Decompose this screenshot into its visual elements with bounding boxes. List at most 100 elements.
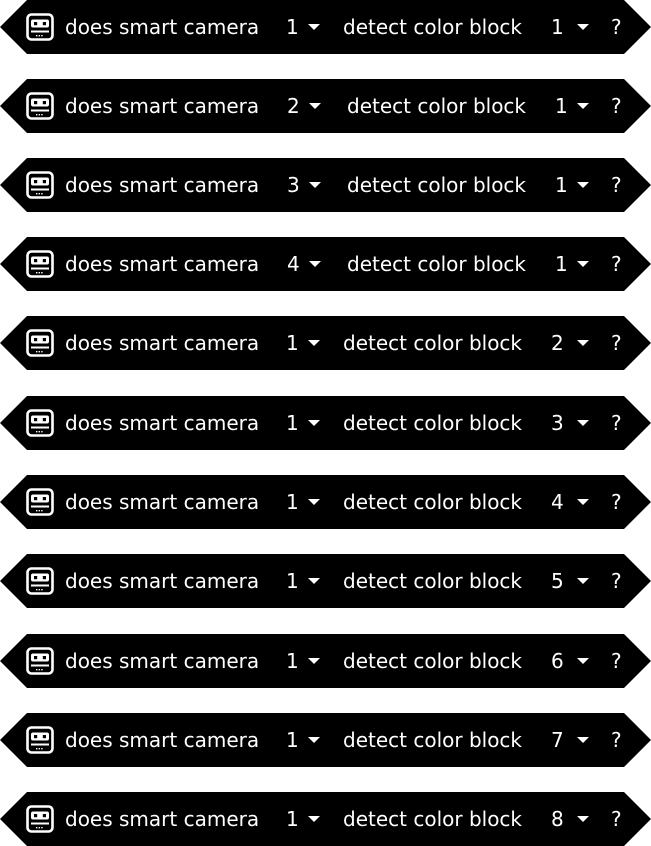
camera-number-value: 1 (286, 15, 299, 39)
dropdown-caret-icon (308, 816, 320, 822)
question-mark-text: ? (611, 252, 622, 276)
camera-number-value: 1 (286, 728, 299, 752)
smart-camera-icon (26, 726, 54, 754)
block-prefix-text: does smart camera (65, 728, 260, 752)
dropdown-caret-icon (308, 737, 320, 743)
color-block-number-value: 6 (551, 649, 564, 673)
dropdown-caret-icon (577, 578, 589, 584)
color-block-number-value: 8 (551, 807, 564, 831)
dropdown-caret-icon (577, 103, 589, 109)
dropdown-caret-icon (577, 737, 589, 743)
color-block-number-dropdown[interactable]: 4 (551, 475, 589, 529)
smart-camera-icon (26, 805, 54, 833)
dropdown-caret-icon (577, 658, 589, 664)
camera-detect-color-block[interactable]: does smart camera 2 detect color block 1? (0, 79, 651, 133)
color-block-number-dropdown[interactable]: 1 (551, 0, 589, 54)
dropdown-caret-icon (308, 420, 320, 426)
camera-number-dropdown[interactable]: 1 (286, 554, 320, 608)
color-block-number-value: 2 (551, 331, 564, 355)
camera-number-value: 4 (287, 252, 300, 276)
block-prefix-text: does smart camera (65, 173, 260, 197)
block-middle-text: detect color block (347, 252, 527, 276)
block-prefix-text: does smart camera (65, 807, 260, 831)
color-block-number-dropdown[interactable]: 7 (551, 713, 589, 767)
block-middle-text: detect color block (343, 411, 523, 435)
camera-number-dropdown[interactable]: 1 (286, 0, 320, 54)
block-middle-text: detect color block (343, 15, 523, 39)
camera-number-dropdown[interactable]: 4 (287, 237, 321, 291)
dropdown-caret-icon (577, 420, 589, 426)
block-prefix-text: does smart camera (65, 15, 260, 39)
camera-number-value: 1 (286, 569, 299, 593)
block-middle-text: detect color block (343, 649, 523, 673)
camera-number-dropdown[interactable]: 1 (286, 792, 320, 846)
color-block-number-value: 1 (555, 252, 568, 276)
color-block-number-value: 7 (551, 728, 564, 752)
block-prefix-text: does smart camera (65, 331, 260, 355)
camera-number-value: 1 (286, 807, 299, 831)
camera-number-value: 1 (286, 331, 299, 355)
question-mark-text: ? (611, 331, 622, 355)
block-prefix-text: does smart camera (65, 649, 260, 673)
camera-number-dropdown[interactable]: 1 (286, 475, 320, 529)
color-block-number-dropdown[interactable]: 6 (551, 634, 589, 688)
block-prefix-text: does smart camera (65, 569, 260, 593)
camera-number-value: 1 (286, 411, 299, 435)
color-block-number-value: 1 (555, 94, 568, 118)
smart-camera-icon (26, 647, 54, 675)
camera-number-value: 1 (286, 490, 299, 514)
dropdown-caret-icon (577, 816, 589, 822)
camera-detect-color-block[interactable]: does smart camera 4 detect color block 1? (0, 237, 651, 291)
smart-camera-icon (26, 409, 54, 437)
camera-number-dropdown[interactable]: 2 (287, 79, 321, 133)
color-block-number-dropdown[interactable]: 2 (551, 316, 589, 370)
question-mark-text: ? (611, 15, 622, 39)
color-block-number-dropdown[interactable]: 5 (551, 554, 589, 608)
dropdown-caret-icon (309, 261, 321, 267)
dropdown-caret-icon (577, 24, 589, 30)
color-block-number-dropdown[interactable]: 1 (555, 158, 589, 212)
camera-number-value: 2 (287, 94, 300, 118)
color-block-number-dropdown[interactable]: 1 (555, 79, 589, 133)
camera-detect-color-block[interactable]: does smart camera 1 detect color block 2? (0, 316, 651, 370)
question-mark-text: ? (611, 94, 622, 118)
block-middle-text: detect color block (347, 94, 527, 118)
color-block-number-dropdown[interactable]: 1 (555, 237, 589, 291)
color-block-number-value: 1 (555, 173, 568, 197)
dropdown-caret-icon (309, 103, 321, 109)
question-mark-text: ? (611, 411, 622, 435)
smart-camera-icon (26, 171, 54, 199)
block-middle-text: detect color block (343, 331, 523, 355)
camera-number-dropdown[interactable]: 1 (286, 634, 320, 688)
camera-number-value: 3 (287, 173, 300, 197)
color-block-number-dropdown[interactable]: 8 (551, 792, 589, 846)
dropdown-caret-icon (309, 182, 321, 188)
color-block-number-dropdown[interactable]: 3 (551, 396, 589, 450)
camera-detect-color-block[interactable]: does smart camera 1 detect color block 1? (0, 0, 651, 54)
color-block-number-value: 5 (551, 569, 564, 593)
block-prefix-text: does smart camera (65, 252, 260, 276)
smart-camera-icon (26, 567, 54, 595)
dropdown-caret-icon (577, 182, 589, 188)
camera-detect-color-block[interactable]: does smart camera 1 detect color block 6? (0, 634, 651, 688)
question-mark-text: ? (611, 569, 622, 593)
block-prefix-text: does smart camera (65, 94, 260, 118)
dropdown-caret-icon (308, 658, 320, 664)
dropdown-caret-icon (308, 578, 320, 584)
question-mark-text: ? (611, 807, 622, 831)
camera-number-dropdown[interactable]: 1 (286, 713, 320, 767)
camera-number-dropdown[interactable]: 3 (287, 158, 321, 212)
question-mark-text: ? (611, 649, 622, 673)
smart-camera-icon (26, 250, 54, 278)
smart-camera-icon (26, 488, 54, 516)
camera-number-dropdown[interactable]: 1 (286, 396, 320, 450)
color-block-number-value: 1 (551, 15, 564, 39)
camera-number-dropdown[interactable]: 1 (286, 316, 320, 370)
